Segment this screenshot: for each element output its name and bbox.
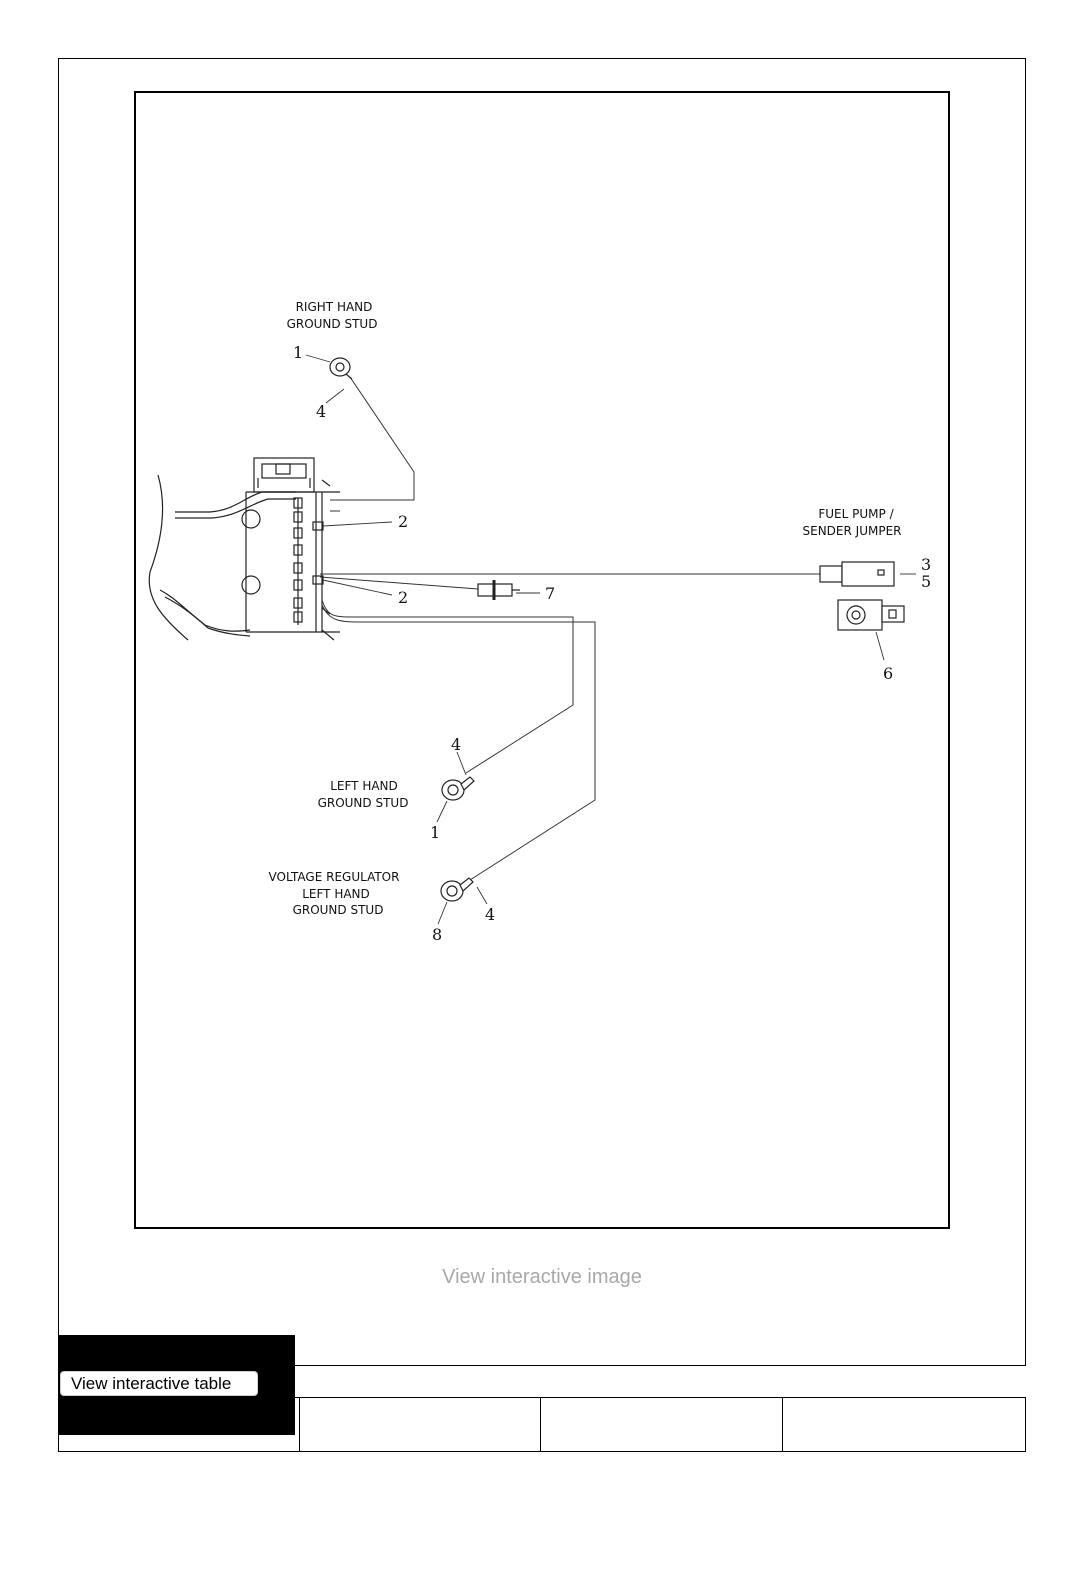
inline-fuse	[477, 580, 520, 600]
callout-rh-wire: 4	[316, 402, 326, 421]
wiring-diagram: RIGHT HAND GROUND STUD FUEL PUMP / SENDE…	[148, 300, 931, 944]
ring-terminal-rh	[329, 357, 353, 380]
callout-connector-a: 3	[921, 555, 931, 574]
callout-lh-wire: 4	[451, 735, 461, 754]
view-interactive-image-link[interactable]: View interactive image	[442, 1266, 642, 1288]
callout-vr-wire: 4	[485, 905, 495, 924]
table-cell-divider	[782, 1397, 783, 1452]
lh-stud-label-2: GROUND STUD	[318, 796, 409, 810]
table-cell-divider	[299, 1397, 300, 1452]
callout-connector-part: 6	[883, 664, 893, 683]
vr-stud-label-2: LEFT HAND	[302, 887, 370, 901]
fuel-pump-connector	[819, 561, 895, 587]
vr-stud-label-1: VOLTAGE REGULATOR	[269, 870, 400, 884]
callout-vr-ring: 8	[432, 925, 442, 944]
ring-terminal-lh	[441, 776, 475, 801]
callout-stud-upper: 2	[398, 512, 408, 531]
connector-part-6	[837, 599, 905, 631]
view-interactive-table-button[interactable]: View interactive table	[60, 1371, 258, 1396]
frame-body	[148, 457, 340, 641]
rh-stud-label-1: RIGHT HAND	[296, 300, 373, 314]
lh-stud-label-1: LEFT HAND	[330, 779, 398, 793]
ring-terminal-vr	[440, 877, 474, 902]
callout-fuse: 7	[545, 584, 555, 603]
diagram-frame	[134, 91, 950, 1229]
vr-stud-label-3: GROUND STUD	[293, 903, 384, 917]
fuel-pump-label-2: SENDER JUMPER	[803, 524, 902, 538]
callout-stud-lower: 2	[398, 588, 408, 607]
rh-stud-label-2: GROUND STUD	[287, 317, 378, 331]
fuel-pump-label-1: FUEL PUMP /	[818, 507, 894, 521]
harness-wires	[319, 376, 820, 881]
callout-rh-ring: 1	[293, 343, 303, 362]
leader-lines	[305, 354, 916, 925]
page-frame	[58, 58, 1026, 1366]
callout-connector-b: 5	[921, 572, 931, 591]
table-cell-divider	[540, 1397, 541, 1452]
callout-lh-ring: 1	[430, 823, 440, 842]
